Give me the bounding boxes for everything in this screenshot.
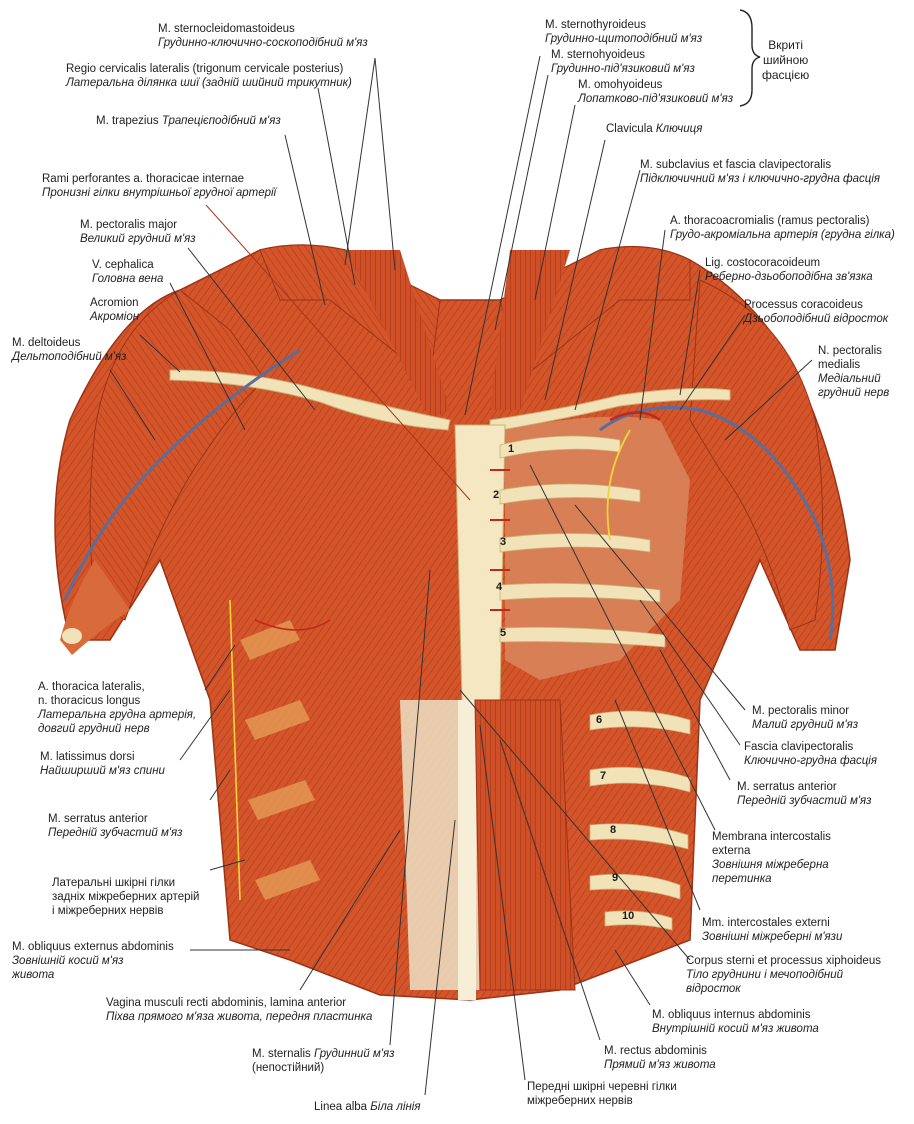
rib-number: 9 [612, 872, 618, 884]
vessels [63, 348, 835, 901]
torso [54, 244, 851, 1001]
rib-number: 8 [610, 824, 616, 836]
rib-number: 6 [596, 714, 602, 726]
rib-numbers: 1 2 3 4 5 6 7 8 9 10 [493, 443, 634, 922]
rib-cage [499, 435, 691, 931]
rib-number: 10 [622, 910, 634, 922]
brace-note: Вкриті шийною фасцією [762, 38, 810, 82]
brace [739, 9, 761, 107]
rib-number: 3 [500, 536, 506, 548]
label-thoracica-lateralis: A. thoracica lateralis,n. thoracicus lon… [38, 681, 197, 735]
leader-lines [109, 55, 813, 1096]
label-vagina-recti: Vagina musculi recti abdominis, lamina a… [106, 997, 373, 1023]
label-trapezius: M. trapezius Трапецієподібний м'яз [96, 115, 281, 127]
label-clavicula: Clavicula Ключиця [606, 123, 703, 135]
rib-number: 2 [493, 489, 499, 501]
label-thoracoacromialis: A. thoracoacromialis (ramus pectoralis)Г… [670, 215, 895, 241]
label-linea-alba: Linea alba Біла лінія [314, 1101, 421, 1113]
label-sternalis: M. sternalis Грудинний м'яз (непостійний… [252, 1048, 395, 1074]
label-regio-cervicalis: Regio cervicalis lateralis (trigonum cer… [66, 63, 352, 89]
rib-number: 4 [496, 581, 503, 593]
rib-number: 7 [600, 770, 606, 782]
rib-number: 1 [508, 443, 514, 455]
rib-number: 5 [500, 627, 506, 639]
